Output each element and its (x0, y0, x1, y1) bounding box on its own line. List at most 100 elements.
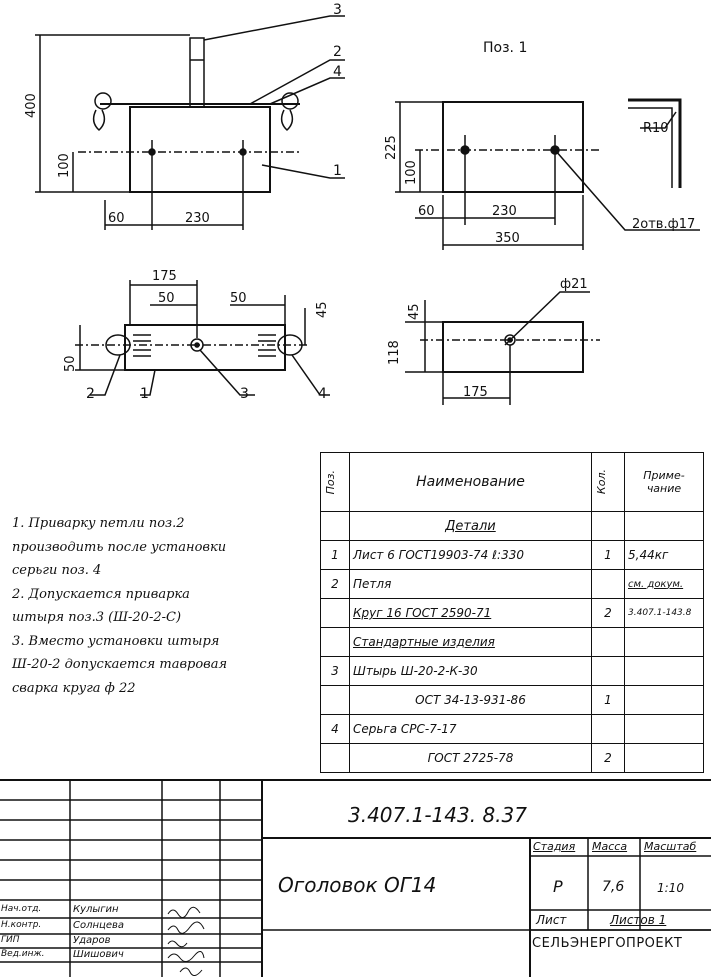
hole-21-label: ф21 (560, 277, 588, 292)
cell-qty (591, 627, 625, 657)
plan-hole (190, 338, 204, 352)
cell-qty: 2 (591, 598, 625, 628)
signer-name: Кулыгин (73, 904, 119, 915)
cell-qty: 1 (591, 540, 625, 570)
holes-label: 2отв.ф17 (632, 217, 695, 232)
table-row: ГОСТ 2725-78 2 (320, 743, 704, 773)
section-title: Детали (349, 511, 592, 541)
table-row: 4 Серьга СРС-7-17 (320, 714, 704, 744)
dim-50-plan-b: 50 (230, 291, 247, 306)
callout-2-plan: 2 (86, 386, 95, 402)
table-row: 3 Штырь Ш-20-2-К-30 (320, 656, 704, 686)
table-row: Детали (320, 511, 704, 541)
drawing-title: Оголовок ОГ14 (278, 873, 437, 897)
organization-name: СЕЛЬЭНЕРГОПРОЕКТ (532, 936, 683, 951)
stage-label: Стадия (533, 840, 576, 853)
pin-pos3 (189, 37, 205, 108)
cell-pos (320, 627, 350, 657)
note-line: штыря поз.3 (Ш-20-2-С) (12, 610, 182, 625)
cell-name: ГОСТ 2725-78 (349, 743, 592, 773)
radius-label: R10 (643, 121, 669, 136)
pos1-title: Поз. 1 (483, 40, 527, 56)
dim-45-side: 45 (407, 303, 422, 320)
role-label: Вед.инж. (1, 949, 45, 959)
note-line: 3. Вместо установки штыря (12, 633, 220, 649)
callout-4-top: 4 (333, 64, 342, 80)
cell-name: ОСТ 34-13-931-86 (349, 685, 592, 715)
dim-50-plan-a: 50 (158, 291, 175, 306)
cell-name: Штырь Ш-20-2-К-30 (349, 656, 592, 686)
role-label: Н.контр. (1, 920, 42, 930)
callout-3-top: 3 (333, 2, 342, 18)
note-line: производить после установки (12, 539, 227, 555)
document-code: 3.407.1-143. 8.37 (348, 803, 527, 827)
callout-3-plan: 3 (240, 386, 249, 402)
cell-pos: 2 (320, 569, 350, 599)
pos1-side-plate (442, 321, 584, 373)
header-note: Приме-чание (624, 452, 704, 512)
cell-note (624, 656, 704, 686)
cell-pos (320, 743, 350, 773)
role-label: ГИП (1, 935, 20, 945)
stage-value: Р (553, 877, 563, 896)
loop-right (281, 92, 299, 110)
dim-45-plan: 45 (315, 301, 330, 318)
table-row: 2 Петля см. докум. (320, 569, 704, 599)
note-line: 2. Допускается приварка (12, 586, 190, 602)
cell-qty: 1 (591, 685, 625, 715)
cell-qty (591, 511, 625, 541)
signer-name: Шишович (73, 949, 124, 960)
header-qty: Кол. (591, 452, 625, 512)
header-name: Наименование (349, 452, 592, 512)
cell-note (624, 511, 704, 541)
cell-pos (320, 598, 350, 628)
callout-1-plan: 1 (140, 386, 149, 402)
sheet-label: Лист (536, 913, 567, 927)
cell-note (624, 714, 704, 744)
loop-left (94, 92, 112, 110)
dim-350: 350 (495, 231, 520, 246)
cell-note (624, 685, 704, 715)
pos1-plate (442, 101, 584, 193)
scale-value: 1:10 (657, 881, 684, 895)
callout-1-top: 1 (333, 163, 342, 179)
cell-pos (320, 511, 350, 541)
cell-qty (591, 656, 625, 686)
cell-name: Петля (349, 569, 592, 599)
cell-note: 5,44кг (624, 540, 704, 570)
dim-175-side: 175 (463, 385, 488, 400)
note-line: сварка круга ф 22 (12, 680, 136, 696)
dim-230-pos1: 230 (492, 204, 517, 219)
section-title: Стандартные изделия (349, 627, 592, 657)
table-row: Круг 16 ГОСТ 2590-71 2 3.407.1-143.8 (320, 598, 704, 628)
dim-225: 225 (384, 135, 399, 160)
mass-label: Масса (592, 840, 628, 853)
dim-60-left: 60 (108, 211, 125, 226)
plan-plate (124, 324, 286, 371)
sheets-label: Листов 1 (610, 913, 667, 927)
callout-4-plan: 4 (318, 386, 327, 402)
cell-name: Лист 6 ГОСТ19903-74 ℓ:330 (349, 540, 592, 570)
cell-name: Круг 16 ГОСТ 2590-71 (349, 598, 592, 628)
dim-100-pos1: 100 (404, 160, 419, 185)
callout-2-top: 2 (333, 44, 342, 60)
cell-note: см. докум. (624, 569, 704, 599)
scale-label: Масштаб (644, 840, 697, 853)
title-block-grid (0, 779, 711, 977)
dim-400: 400 (24, 93, 39, 118)
specification-table: Поз. Наименование Кол. Приме-чание Детал… (320, 452, 704, 773)
table-row: Стандартные изделия (320, 627, 704, 657)
note-line: Ш-20-2 допускается тавровая (12, 657, 228, 672)
dim-100-left: 100 (57, 153, 72, 178)
role-label: Нач.отд. (1, 904, 42, 914)
angle-profile (628, 98, 682, 188)
dim-50-plan-c: 50 (63, 355, 78, 372)
dim-60-pos1: 60 (418, 204, 435, 219)
mass-value: 7,6 (602, 879, 625, 895)
dim-118-side: 118 (387, 340, 402, 365)
table-row: 1 Лист 6 ГОСТ19903-74 ℓ:330 1 5,44кг (320, 540, 704, 570)
cell-note (624, 743, 704, 773)
cell-pos: 4 (320, 714, 350, 744)
cell-qty: 2 (591, 743, 625, 773)
